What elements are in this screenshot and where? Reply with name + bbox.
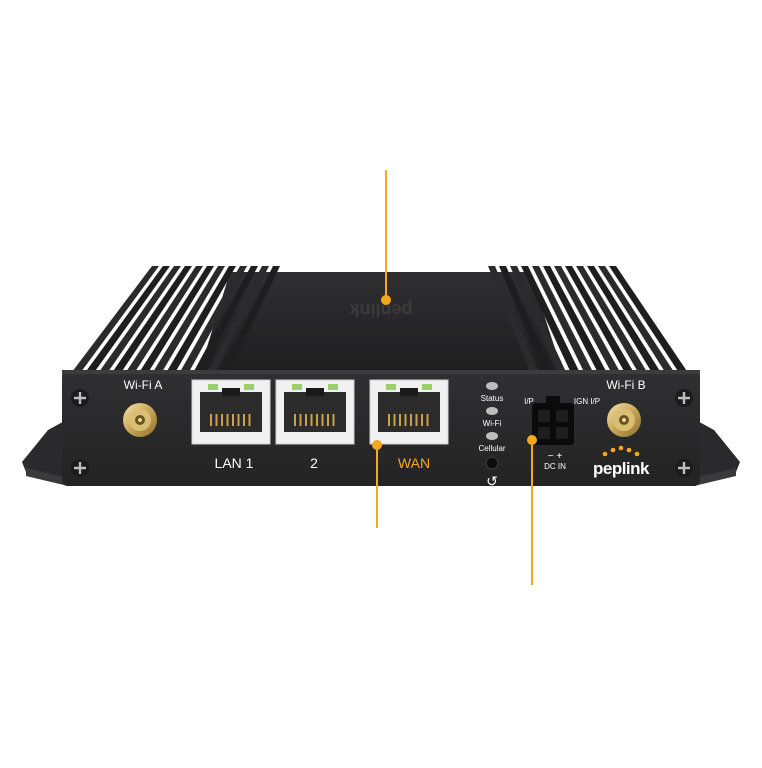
ip-label: I/P [524,397,534,406]
wifi-b-label: Wi-Fi B [606,378,645,392]
heatsink-fin [220,266,280,372]
heatsink-fin [153,266,225,372]
reset-icon: ↺ [486,473,498,489]
heatsink-fin [193,266,258,372]
callout-wan [372,440,382,528]
ethernet-ports [191,379,449,445]
heatsink-fin [598,266,674,372]
screw-bottom-left [71,459,89,477]
lan1-port[interactable] [191,379,271,445]
wifi-a-label: Wi-Fi A [124,378,163,392]
heatsink-fin [85,266,170,372]
cellular-led [486,432,498,440]
screw-bottom-right [675,459,693,477]
peplink-logo-text: peplink [593,459,650,478]
led-indicators: Status Wi-Fi Cellular ↺ [478,382,506,489]
dc-in-label: DC IN [544,462,566,471]
lan2-port[interactable] [275,379,355,445]
heatsink-fin [543,266,607,372]
status-led-label: Status [481,394,504,403]
heatsink-fin [99,266,181,372]
antenna-connector-wifi-b [607,403,641,437]
heatsink-fin [112,266,192,372]
heatsink-fin [499,266,553,372]
screw-top-right [675,389,693,407]
heatsink-fin [565,266,634,372]
top-lid: peplink [200,272,562,370]
heatsink-fin [180,266,247,372]
heatsink-fin [576,266,647,372]
cellular-led-label: Cellular [478,444,505,453]
heatsink-fin [510,266,566,372]
heatsink-fins-right [488,266,688,372]
status-led [486,382,498,390]
heatsink-fin [488,266,539,372]
lan2-label: 2 [310,455,318,471]
wifi-led [486,407,498,415]
heatsink-fin [166,266,236,372]
heatsink-fin [139,266,214,372]
antenna-connector-wifi-a [123,403,157,437]
screw-top-left [71,389,89,407]
wan-label: WAN [398,455,430,471]
heatsink-fins-left [72,266,280,372]
top-embossed-logo: peplink [349,300,413,320]
callout-power [527,435,537,585]
callout-top [381,170,391,305]
lan1-label: LAN 1 [215,455,254,471]
heatsink-fin [609,266,688,372]
heatsink-fin [521,266,580,372]
heatsink-fin [207,266,269,372]
wifi-led-label: Wi-Fi [483,419,502,428]
heatsink-fin [587,266,661,372]
wan-port[interactable] [369,379,449,445]
ign-ip-label: IGN I/P [574,397,600,406]
reset-button[interactable] [485,456,499,470]
polarity-label: − + [548,451,563,462]
heatsink-fin [72,266,159,372]
heatsink-fin [532,266,593,372]
dc-power-connector [532,396,574,445]
heatsink-fin [126,266,203,372]
heatsink-fin [554,266,620,372]
peplink-logo: peplink [593,445,651,478]
